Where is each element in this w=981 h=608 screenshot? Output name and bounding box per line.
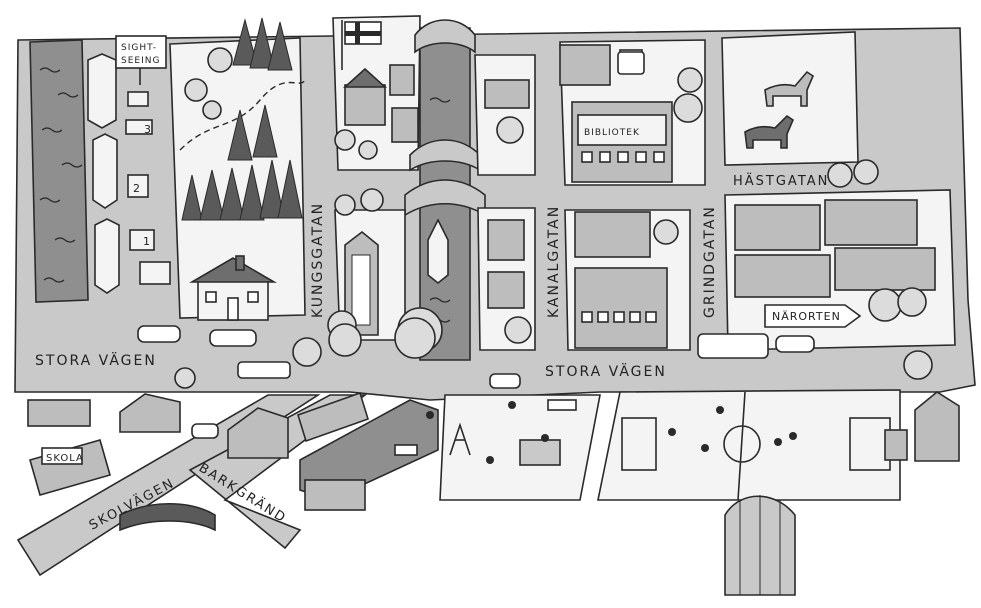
sandbox: [519, 439, 561, 466]
harbour-water: [29, 39, 89, 303]
boats: [87, 53, 120, 294]
town-block-north: [332, 15, 421, 171]
school-label: SKOLA: [46, 453, 84, 464]
horse-icon: [744, 114, 794, 149]
docks: 1 2 3: [125, 91, 171, 285]
apartments-block: NÄRORTEN: [724, 159, 956, 351]
street-label-grindgatan: GRINDGATAN: [702, 205, 718, 318]
bridge: [119, 503, 216, 532]
factory: [559, 44, 611, 86]
dock-number: 3: [144, 123, 152, 136]
kanalgatan-block: [564, 209, 691, 351]
greenhouse: [724, 495, 796, 596]
horse-icon: [764, 70, 814, 107]
forest-park: [169, 17, 306, 321]
car: [489, 373, 521, 389]
narorten-sign: NÄRORTEN: [764, 304, 862, 328]
horse-paddock: [721, 31, 859, 166]
street-label-hastgatan: HÄSTGATAN: [733, 173, 829, 189]
dock-number: 1: [143, 235, 151, 248]
car: [209, 329, 257, 347]
south-west-area: SKOLA: [27, 391, 439, 532]
street-label-stora-vagen: STORA VÄGEN: [545, 362, 667, 380]
truck: [617, 51, 645, 75]
vehicles: [137, 51, 815, 439]
bus: [697, 333, 769, 359]
school-building: SKOLA: [29, 439, 111, 496]
library-label: BIBLIOTEK: [584, 128, 640, 138]
svg-text:SIGHT-: SIGHT-: [121, 43, 157, 53]
dock-number: 2: [133, 182, 141, 195]
street-label-kungsgatan: KUNGSGATAN: [310, 202, 326, 318]
bench: [547, 399, 577, 411]
car: [775, 335, 815, 353]
bridge: [414, 19, 476, 54]
canal-east-blocks: [474, 54, 536, 351]
house: [189, 255, 277, 321]
svg-text:SEEING: SEEING: [121, 56, 160, 66]
football-field: [597, 389, 901, 501]
street-label-stora-vagen: STORA VÄGEN: [35, 351, 157, 369]
boat: [87, 53, 117, 129]
boat: [94, 218, 120, 294]
street-label-kanalgatan: KANALGATAN: [546, 205, 562, 318]
car: [137, 325, 181, 343]
bench: [394, 444, 418, 456]
canal-boat: [427, 218, 449, 285]
canal: [404, 19, 486, 361]
pond: [299, 399, 439, 501]
east-house: [884, 391, 960, 462]
boat: [92, 133, 118, 209]
library-building: BIBLIOTEK: [571, 101, 673, 183]
car: [237, 361, 291, 379]
svg-text:NÄRORTEN: NÄRORTEN: [772, 310, 841, 323]
playground: [174, 317, 933, 501]
sightseeing-sign: SIGHT- SEEING: [115, 35, 167, 85]
car: [191, 423, 219, 439]
